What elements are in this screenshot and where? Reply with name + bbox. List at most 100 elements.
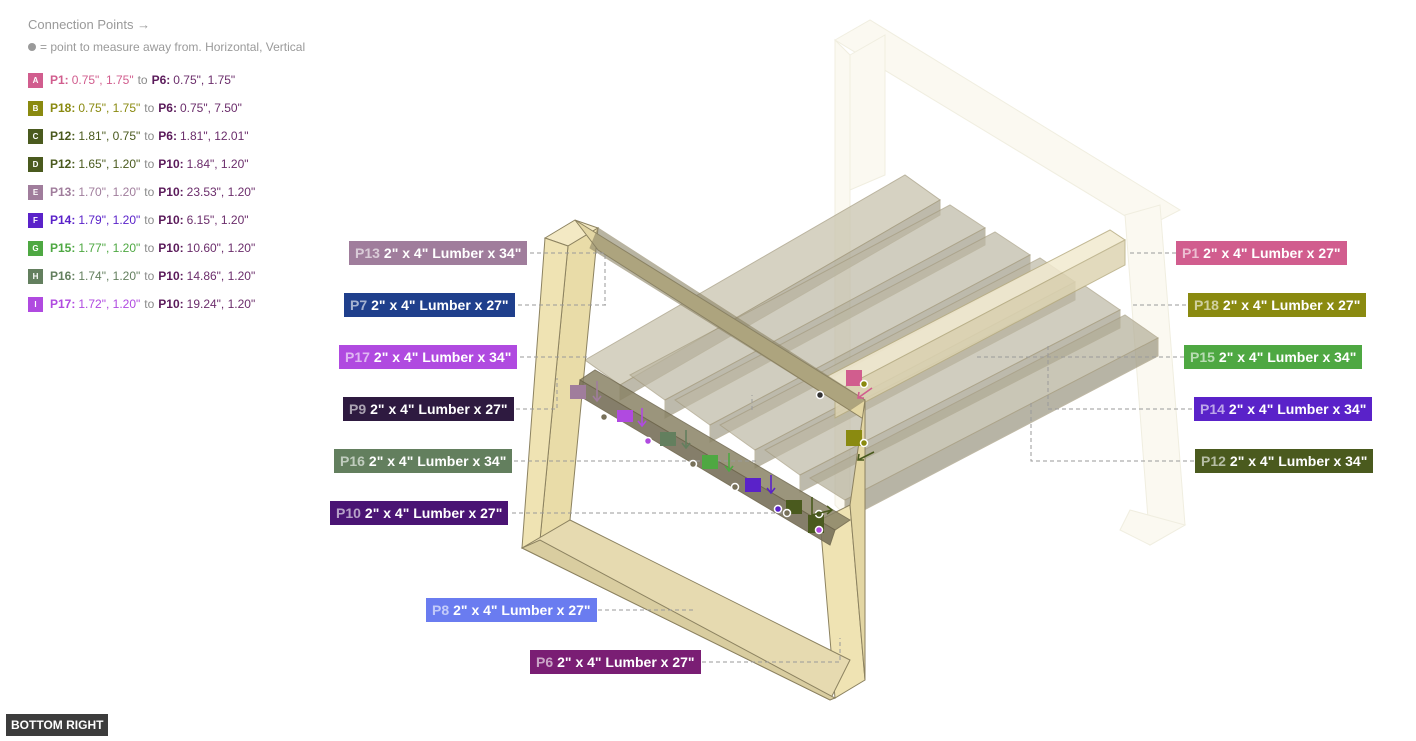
to-word: to (144, 185, 155, 199)
part-id: P12 (1201, 453, 1226, 469)
to-word: to (144, 241, 155, 255)
marker-h (660, 432, 676, 446)
part-description: 2" x 4" Lumber x 27" (1203, 245, 1341, 261)
to-word: to (144, 101, 155, 115)
to-value: 10.60", 1.20" (186, 241, 256, 255)
from-part: P1: (50, 73, 69, 87)
to-value: 0.75", 1.75" (173, 73, 236, 87)
part-description: 2" x 4" Lumber x 34" (368, 453, 507, 469)
view-orientation-badge: BOTTOM RIGHT (6, 714, 109, 736)
from-value: 0.75", 1.75" (78, 101, 141, 115)
part-id: P6 (536, 654, 554, 670)
part-id: P18 (1194, 297, 1219, 313)
to-word: to (137, 73, 148, 87)
from-part: P12: (50, 157, 76, 171)
part-id: P16 (340, 453, 365, 469)
part-id: P9 (349, 401, 367, 417)
from-part: P18: (50, 101, 76, 115)
from-part: P17: (50, 297, 76, 311)
connection-badge: E (28, 184, 43, 200)
part-description: 2" x 4" Lumber x 27" (370, 401, 508, 417)
from-value: 1.72", 1.20" (78, 297, 141, 311)
to-value: 0.75", 7.50" (179, 101, 242, 115)
part-description: 2" x 4" Lumber x 27" (557, 654, 695, 670)
to-value: 1.84", 1.20" (186, 157, 249, 171)
to-part: P10: (158, 213, 184, 227)
from-part: P14: (50, 213, 76, 227)
ghost-back-frame (834, 19, 1187, 546)
from-value: 0.75", 1.75" (71, 73, 134, 87)
to-value: 23.53", 1.20" (186, 185, 256, 199)
legend-subtitle-row: = point to measure away from. Horizontal… (28, 40, 328, 54)
connection-badge: G (28, 240, 43, 256)
marker-a (846, 370, 862, 386)
connection-badge: A (28, 72, 43, 88)
from-value: 1.70", 1.20" (78, 185, 141, 199)
marker-i (617, 410, 633, 422)
connection-markers (570, 370, 875, 535)
from-value: 1.79", 1.20" (78, 213, 141, 227)
from-value: 1.74", 1.20" (78, 269, 141, 283)
connection-badge: C (28, 128, 43, 144)
from-value: 1.77", 1.20" (78, 241, 141, 255)
to-part: P6: (158, 101, 177, 115)
part-description: 2" x 4" Lumber x 27" (371, 297, 509, 313)
from-part: P13: (50, 185, 76, 199)
from-value: 1.81", 0.75" (78, 129, 141, 143)
marker-g (702, 455, 718, 469)
to-value: 6.15", 1.20" (186, 213, 249, 227)
to-part: P10: (158, 157, 184, 171)
part-id: P17 (345, 349, 370, 365)
part-description: 2" x 4" Lumber x 34" (383, 245, 522, 261)
to-word: to (144, 213, 155, 227)
from-value: 1.65", 1.20" (78, 157, 141, 171)
part-description: 2" x 4" Lumber x 27" (1222, 297, 1361, 313)
part-description: 2" x 4" Lumber x 34" (373, 349, 512, 365)
connection-badge: D (28, 156, 43, 172)
marker-e (570, 385, 586, 399)
part-description: 2" x 4" Lumber x 34" (1229, 453, 1368, 469)
to-part: P6: (151, 73, 171, 87)
to-part: P10: (158, 185, 184, 199)
marker-b (846, 430, 862, 446)
part-id: P10 (336, 505, 361, 521)
part-id: P1 (1182, 245, 1200, 261)
part-description: 2" x 4" Lumber x 34" (1228, 401, 1367, 417)
connection-badge: H (28, 268, 43, 284)
from-part: P15: (50, 241, 76, 255)
part-description: 2" x 4" Lumber x 27" (364, 505, 503, 521)
to-word: to (144, 297, 155, 311)
to-value: 19.24", 1.20" (186, 297, 256, 311)
connection-points-legend: Connection Points → = point to measure a… (28, 17, 328, 318)
to-part: P6: (158, 129, 177, 143)
to-word: to (144, 269, 155, 283)
to-value: 14.86", 1.20" (186, 269, 256, 283)
connection-badge: B (28, 100, 43, 116)
from-part: P16: (50, 269, 76, 283)
part-description: 2" x 4" Lumber x 34" (1218, 349, 1357, 365)
marker-f (745, 478, 761, 492)
to-part: P10: (158, 241, 184, 255)
to-word: to (144, 157, 155, 171)
